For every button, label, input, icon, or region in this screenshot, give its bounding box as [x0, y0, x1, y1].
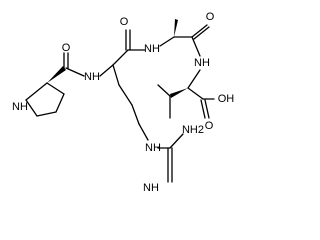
- bond: [36, 111, 57, 117]
- arginine-backbone: [99, 29, 149, 141]
- atom-label-arg-o: O: [120, 16, 129, 28]
- bond: [138, 123, 149, 141]
- atom-label-val-o: O: [205, 120, 214, 132]
- bond: [204, 99, 210, 119]
- wedge-bond: [174, 19, 178, 37]
- atom-label-ala-nh: NH: [194, 57, 210, 69]
- bond: [187, 69, 201, 89]
- bond: [200, 99, 206, 119]
- atom-label-arg-nh: NH: [144, 43, 160, 55]
- bond: [25, 82, 48, 101]
- bond: [159, 36, 175, 47]
- bond: [191, 24, 208, 38]
- alanine-residue: [159, 19, 210, 57]
- atom-label-guan-nh: NH: [145, 142, 161, 154]
- bond: [65, 67, 85, 77]
- proline-carbonyl: [47, 52, 85, 83]
- bond: [187, 87, 204, 100]
- bond: [55, 93, 65, 113]
- guanidine-group: [157, 133, 184, 183]
- proline-ring: [25, 82, 65, 117]
- wedge-bond: [47, 66, 66, 83]
- valine-residue: [157, 69, 215, 119]
- bond: [191, 36, 201, 57]
- atom-label-pro-o: O: [62, 42, 71, 54]
- bond: [131, 104, 140, 125]
- bond: [118, 84, 133, 106]
- bond: [46, 82, 65, 95]
- wedge-bond: [170, 88, 188, 98]
- atom-label-ring-nh: NH: [12, 101, 28, 113]
- bond: [193, 26, 210, 40]
- molecule-diagram: O NH NH O NH NH NH2 NH O NH OH O: [12, 11, 235, 194]
- atom-label-guan-imine: NH: [143, 182, 159, 194]
- structure-svg: O NH NH O NH NH NH2 NH O NH OH O: [12, 11, 235, 194]
- atom-label-ala-o: O: [206, 11, 215, 23]
- bond: [169, 133, 184, 149]
- bond: [112, 64, 120, 86]
- atom-label-guan-nh2: NH2: [182, 124, 204, 136]
- bond: [112, 49, 129, 66]
- atom-label-pro-nh: NH: [84, 71, 100, 83]
- bond: [25, 99, 38, 117]
- atom-label-val-oh: OH: [218, 93, 235, 105]
- bond: [157, 84, 171, 97]
- bond: [99, 64, 114, 77]
